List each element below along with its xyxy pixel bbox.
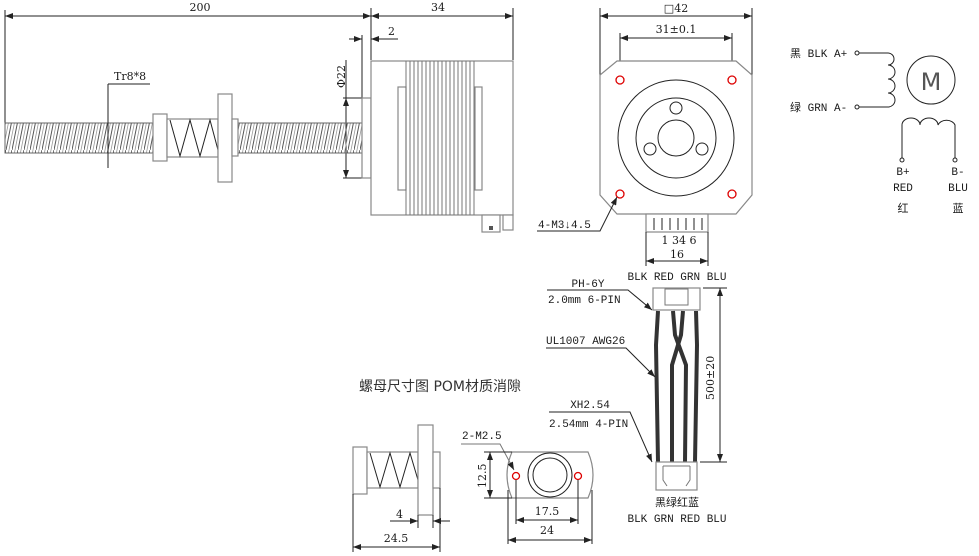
top-connector-model: PH-6Y — [571, 279, 604, 291]
wire-spec: UL1007 AWG26 — [546, 336, 625, 348]
boss-diameter-dim: Φ22 — [335, 65, 348, 88]
wiring-diagram: 黑 BLK A+ 绿 GRN A- M B+ RED 红 B- BLU 蓝 — [790, 47, 968, 216]
lead-screw-left — [4, 122, 156, 154]
b-plus-pin: B+ — [896, 167, 909, 179]
coil-b-icon — [901, 117, 956, 158]
top-colors: BLK RED GRN BLU — [627, 272, 726, 284]
bottom-colors-cn: 黑绿红蓝 — [655, 495, 699, 510]
cable-length-dim: 500±20 — [704, 356, 717, 400]
thread-label: Tr8*8 — [114, 70, 146, 83]
top-connector-spec: 2.0mm 6-PIN — [548, 295, 621, 307]
b-minus-pin: B- — [951, 167, 964, 179]
mount-hole — [615, 189, 625, 199]
nut-title: 螺母尺寸图 POM材质消隙 — [359, 379, 521, 395]
hole-spacing-dim: 31±0.1 — [656, 23, 697, 36]
side-view: 200 34 2 Φ22 Tr8*8 — [4, 1, 514, 233]
nut-hole-spacing-dim: 17.5 — [535, 505, 560, 518]
mount-hole — [615, 75, 625, 85]
motor-symbol-icon — [906, 55, 956, 105]
mount-holes-label: 4-M3↓4.5 — [538, 220, 591, 232]
mount-hole — [727, 75, 737, 85]
connector-width-dim: 16 — [670, 248, 684, 261]
wire-a-plus-label: 黑 BLK A+ — [790, 47, 847, 61]
bottom-connector-spec: 2.54mm 4-PIN — [549, 419, 628, 431]
nut-length-dim: 24.5 — [384, 532, 409, 545]
b-plus-color-cn: 红 — [898, 202, 909, 216]
b-minus-color: BLU — [948, 183, 968, 195]
motor-face — [599, 60, 753, 215]
motor-length-dim: 34 — [431, 1, 445, 14]
nut-width-dim: 24 — [540, 524, 554, 537]
motor-symbol: M — [921, 68, 942, 96]
length-dim: 200 — [190, 1, 211, 14]
nut-mount-hole — [511, 471, 521, 481]
front-view: □42 31±0.1 1 34 6 16 4-M3↓4.5 — [537, 2, 753, 266]
lead-screw-right — [237, 122, 363, 154]
square-dim: □42 — [664, 2, 688, 15]
coil-a-icon — [859, 52, 896, 108]
cable-assembly: BLK RED GRN BLU 500±20 PH-6Y 2.0mm 6-PIN… — [546, 272, 727, 526]
nut-drawing: 螺母尺寸图 POM材质消隙 4 24.5 2-M2.5 12.5 17.5 — [352, 379, 594, 552]
boss-dim: 2 — [388, 25, 395, 38]
nut-height-dim: 12.5 — [476, 464, 489, 489]
flange-thickness-dim: 4 — [396, 508, 403, 521]
mount-hole — [727, 189, 737, 199]
wires — [653, 310, 700, 463]
spring-icon — [169, 118, 219, 158]
top-connector — [652, 287, 701, 311]
bottom-colors-en: BLK GRN RED BLU — [627, 514, 726, 526]
b-minus-color-cn: 蓝 — [953, 202, 964, 216]
b-plus-color: RED — [893, 183, 913, 195]
motor-fins — [397, 61, 483, 215]
pin-numbers: 1 34 6 — [662, 234, 697, 247]
nut-mount-hole — [573, 471, 583, 481]
nut-holes-label: 2-M2.5 — [462, 431, 502, 443]
wire-a-minus-label: 绿 GRN A- — [790, 100, 847, 115]
bottom-connector-model: XH2.54 — [570, 400, 610, 412]
